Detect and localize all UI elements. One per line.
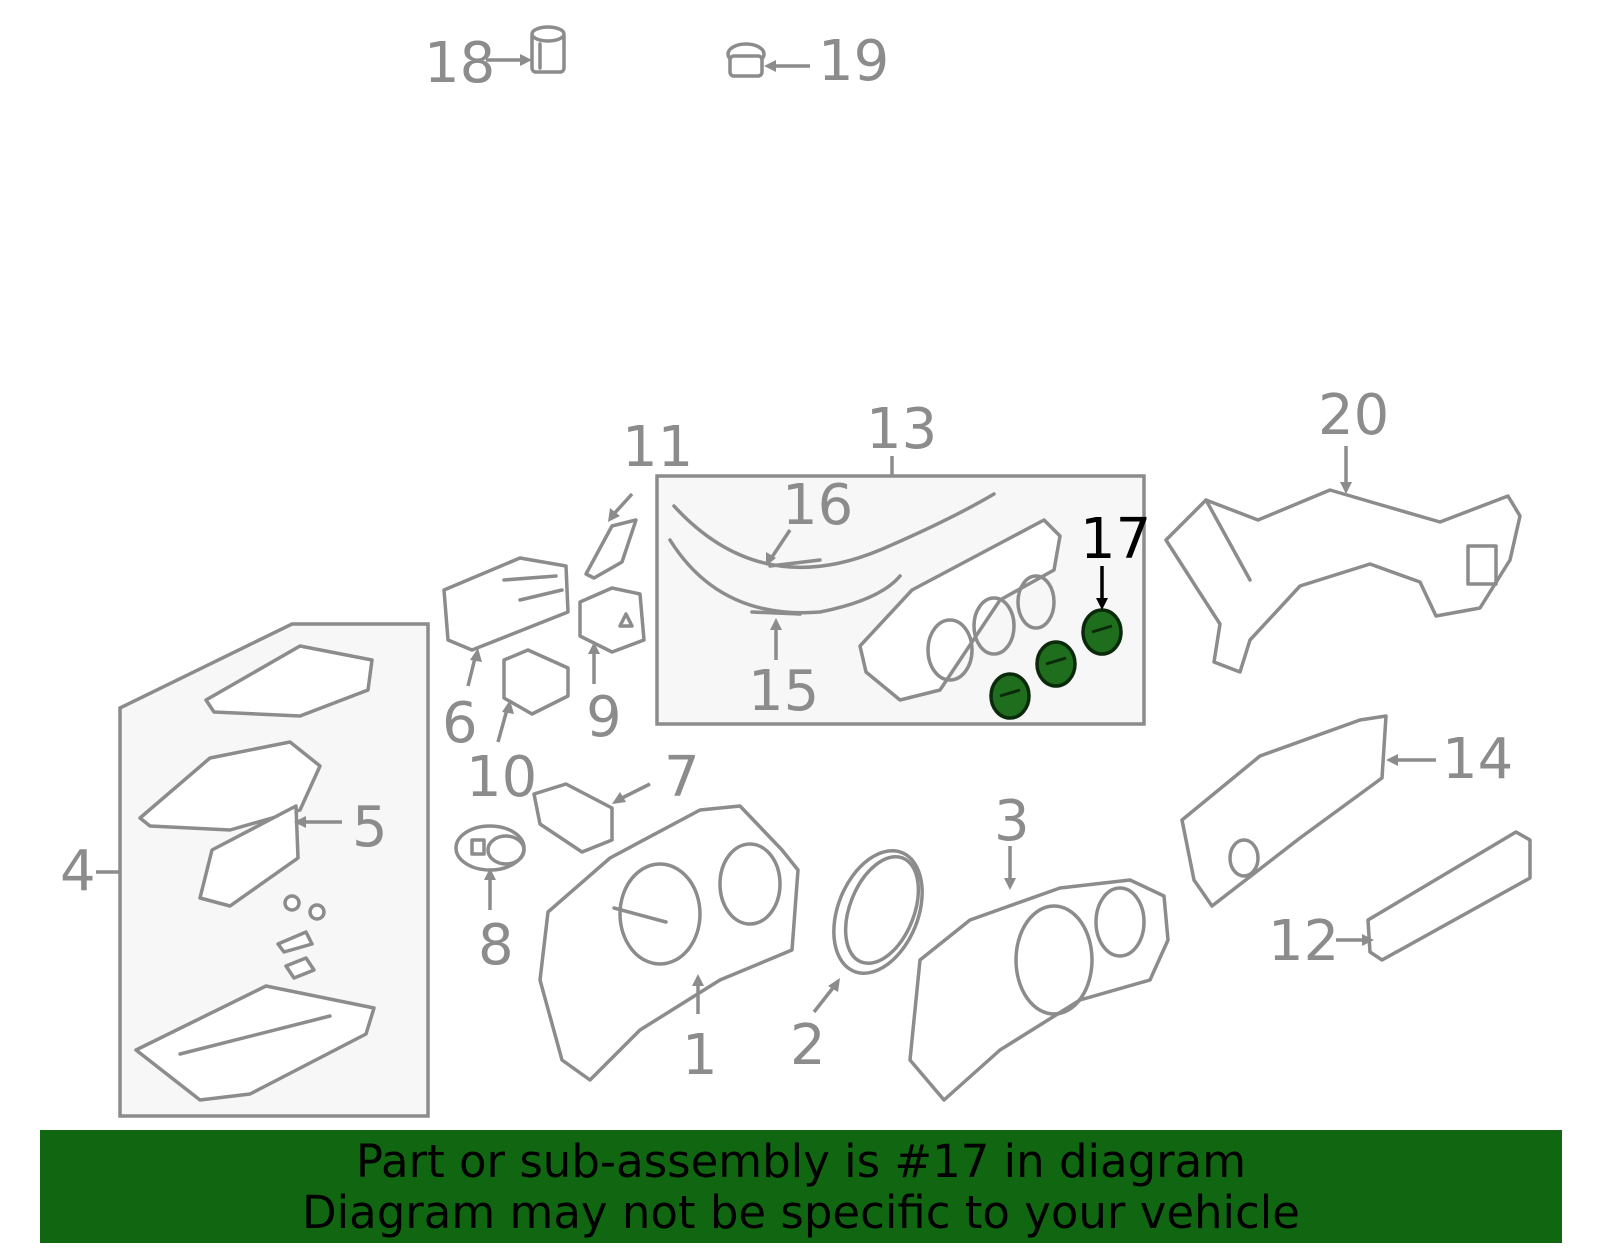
label-5: 5 (352, 795, 388, 860)
label-20: 20 (1318, 383, 1389, 448)
part-1-cluster-housing (538, 804, 800, 1082)
label-1: 1 (682, 1023, 718, 1088)
info-banner: Part or sub-assembly is #17 in diagram D… (40, 1130, 1562, 1243)
label-9: 9 (586, 685, 622, 750)
label-14: 14 (1442, 727, 1513, 792)
label-19: 19 (818, 29, 889, 94)
banner-line-1: Part or sub-assembly is #17 in diagram (355, 1134, 1247, 1188)
part-15-cable (668, 538, 902, 616)
label-10: 10 (466, 745, 537, 810)
part-17-knobs (989, 608, 1123, 720)
part-18-clip (530, 25, 566, 74)
label-6: 6 (442, 691, 478, 756)
part-19-clip (726, 42, 766, 78)
label-7: 7 (664, 745, 700, 810)
part-4-console-assembly (134, 644, 376, 1102)
part-11-cover (584, 518, 638, 580)
banner-line-2: Diagram may not be specific to your vehi… (302, 1185, 1300, 1239)
label-13: 13 (866, 397, 937, 462)
part-8-button (454, 824, 526, 872)
label-12: 12 (1268, 909, 1339, 974)
part-3-bezel (908, 878, 1170, 1102)
part-20-duct (1164, 488, 1522, 674)
part-7-switch (532, 782, 614, 854)
part-16-cable (672, 492, 996, 569)
label-2: 2 (790, 1013, 826, 1078)
label-16: 16 (782, 473, 853, 538)
part-6-switch-panel (442, 556, 570, 652)
label-17: 17 (1080, 507, 1151, 572)
label-18: 18 (424, 31, 495, 96)
leader-lines (96, 54, 1436, 1014)
part-2-lens (832, 849, 924, 975)
part-14-control-module (1180, 714, 1388, 908)
part-10-switch (502, 648, 570, 716)
part-12-switch-bar (1366, 830, 1532, 962)
label-11: 11 (622, 415, 693, 480)
part-9-hazard-switch (578, 586, 646, 654)
label-3: 3 (994, 789, 1030, 854)
label-4: 4 (60, 839, 96, 904)
label-8: 8 (478, 913, 514, 978)
part-13-control-housing (858, 518, 1062, 702)
label-15: 15 (748, 659, 819, 724)
